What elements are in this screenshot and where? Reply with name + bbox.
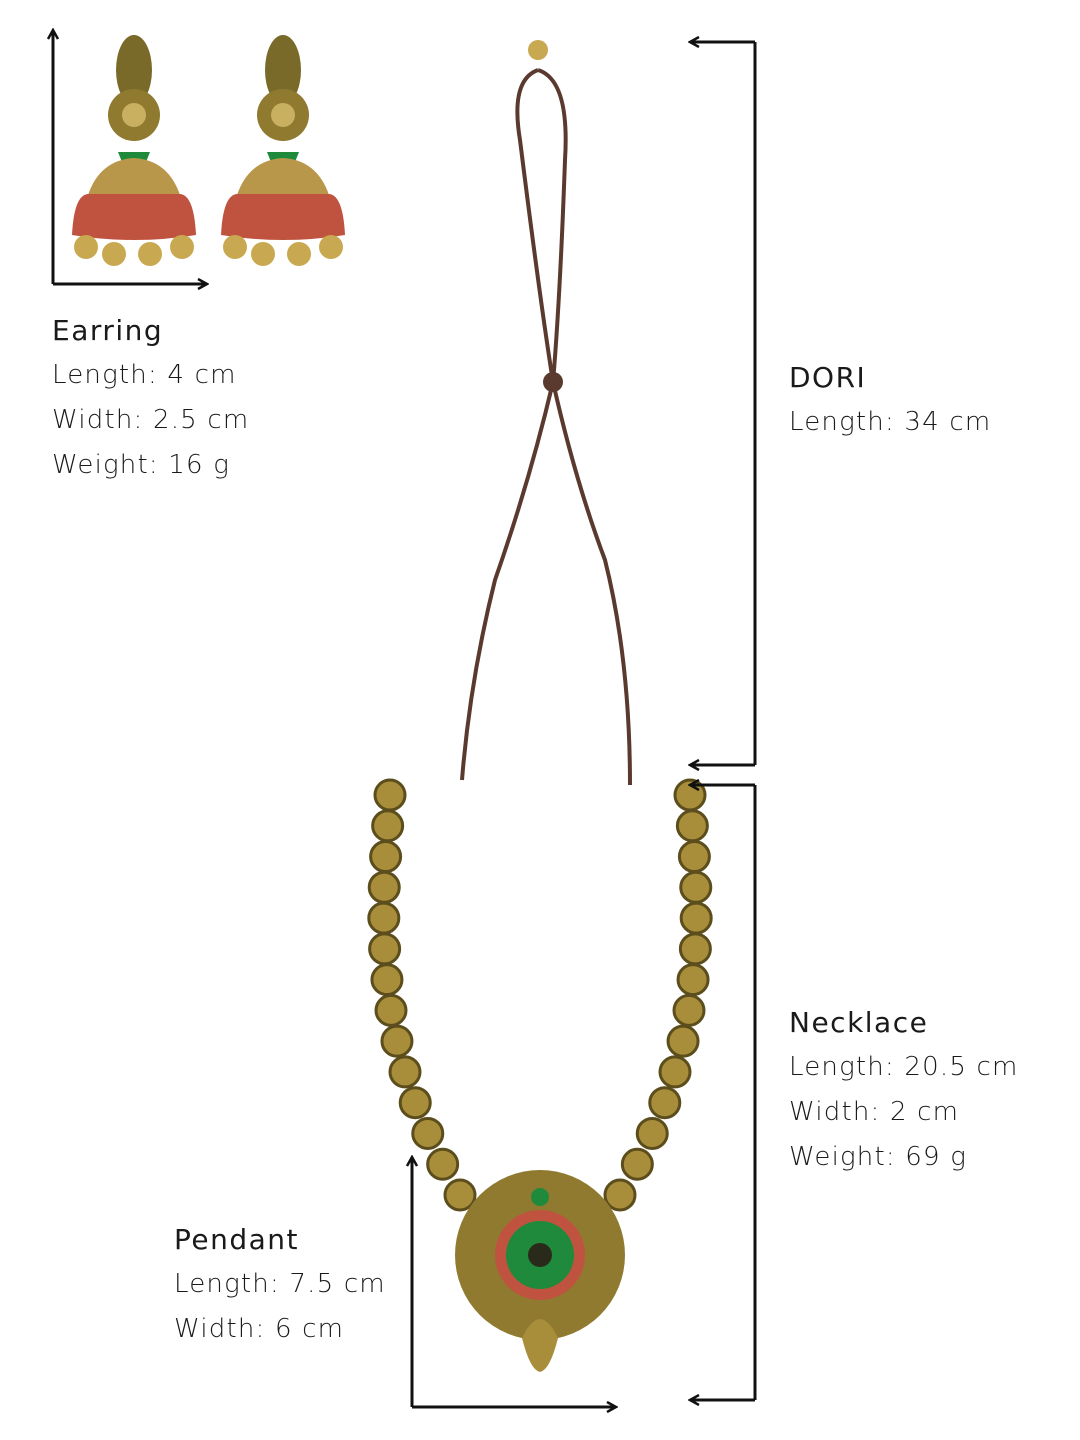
dori-title: DORI	[789, 361, 867, 394]
necklace-bead	[658, 1055, 692, 1089]
earring-specs: Earring Length: 4 cm Width: 2.5 cm Weigh…	[52, 308, 249, 488]
dori-cord	[460, 40, 632, 786]
necklace-bead	[635, 1116, 669, 1150]
earring-length: Length: 4 cm	[52, 360, 237, 390]
necklace-bead	[620, 1147, 654, 1181]
necklace-dimension-bracket	[690, 785, 757, 1400]
necklace-bead	[373, 778, 407, 812]
necklace-bead	[672, 993, 706, 1027]
necklace-title: Necklace	[789, 1006, 929, 1039]
necklace-chain	[367, 778, 713, 1212]
pendant-dimension-arrows	[412, 1157, 616, 1407]
earring-weight: Weight: 16 g	[52, 450, 231, 480]
necklace-weight: Weight: 69 g	[789, 1142, 968, 1172]
necklace-bead	[426, 1147, 460, 1181]
necklace-bead	[388, 1055, 422, 1089]
necklace-bead	[678, 932, 712, 966]
pendant	[455, 1170, 625, 1372]
necklace-bead	[368, 932, 402, 966]
necklace-bead	[370, 963, 404, 997]
dori-specs: DORI Length: 34 cm	[789, 355, 991, 445]
necklace-bead	[648, 1086, 682, 1120]
pendant-length: Length: 7.5 cm	[174, 1269, 386, 1299]
necklace-bead	[398, 1086, 432, 1120]
pendant-width: Width: 6 cm	[174, 1314, 345, 1344]
necklace-bead	[443, 1178, 477, 1212]
necklace-specs: Necklace Length: 20.5 cm Width: 2 cm Wei…	[789, 1000, 1019, 1180]
dori-dimension-bracket	[690, 42, 757, 765]
necklace-bead	[374, 993, 408, 1027]
necklace-bead	[676, 963, 710, 997]
dori-length: Length: 34 cm	[789, 407, 992, 437]
earring-left	[72, 35, 196, 266]
necklace-length: Length: 20.5 cm	[789, 1052, 1019, 1082]
necklace-bead	[679, 901, 713, 935]
earring-width: Width: 2.5 cm	[52, 405, 250, 435]
earring-right	[221, 35, 345, 266]
necklace-bead	[367, 901, 401, 935]
necklace-bead	[666, 1024, 700, 1058]
necklace-width: Width: 2 cm	[789, 1097, 960, 1127]
earring-title: Earring	[52, 314, 164, 347]
necklace-bead	[677, 840, 711, 874]
necklace-bead	[675, 809, 709, 843]
pendant-title: Pendant	[174, 1223, 300, 1256]
pendant-specs: Pendant Length: 7.5 cm Width: 6 cm	[174, 1217, 386, 1352]
necklace-bead	[367, 870, 401, 904]
necklace-bead	[380, 1024, 414, 1058]
necklace-bead	[411, 1116, 445, 1150]
necklace-bead	[371, 809, 405, 843]
necklace-bead	[369, 840, 403, 874]
necklace-bead	[603, 1178, 637, 1212]
necklace-bead	[679, 870, 713, 904]
earring-dimension-arrows	[53, 30, 207, 284]
